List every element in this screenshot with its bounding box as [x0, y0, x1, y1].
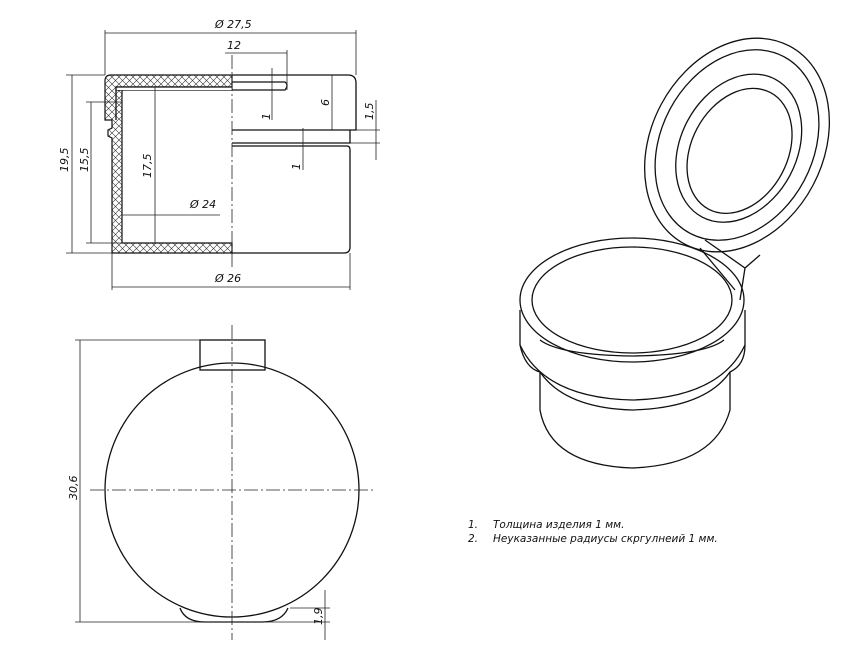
open-lid [643, 37, 831, 253]
section-outline [232, 74, 357, 254]
container-body [519, 237, 746, 469]
dim-lid-height: 6 [319, 99, 332, 106]
dim-body-height: 15,5 [78, 148, 91, 173]
dim-total-height: 19,5 [58, 148, 71, 173]
dim-bottom-protrusion: 1,9 [312, 608, 325, 626]
dim-inner-diameter: Ø 24 [189, 198, 216, 211]
dim-slot-length: 12 [227, 39, 241, 52]
note-1-number: 1. [468, 519, 478, 531]
dim-rim-height: 1,5 [363, 103, 376, 121]
section-view: Ø 27,5 12 19,5 15,5 17,5 Ø 24 Ø 26 6 1,5… [58, 18, 380, 290]
top-view: 30,6 1,9 [67, 325, 375, 640]
note-2-text: Неуказанные радиусы скргулнеий 1 мм. [493, 533, 718, 545]
note-2-number: 2. [468, 533, 478, 545]
isometric-view [519, 37, 831, 469]
note-1-text: Толщина изделия 1 мм. [493, 519, 624, 531]
dim-inner-height: 17,5 [141, 154, 154, 179]
dim-slot-thickness: 1 [260, 113, 273, 120]
dim-rim-gap: 1 [290, 163, 303, 170]
dim-outer-lid-diameter: Ø 27,5 [214, 18, 252, 31]
dim-body-diameter: Ø 26 [214, 272, 241, 285]
hinge-tab [199, 339, 266, 371]
dim-overall-length: 30,6 [67, 476, 80, 501]
